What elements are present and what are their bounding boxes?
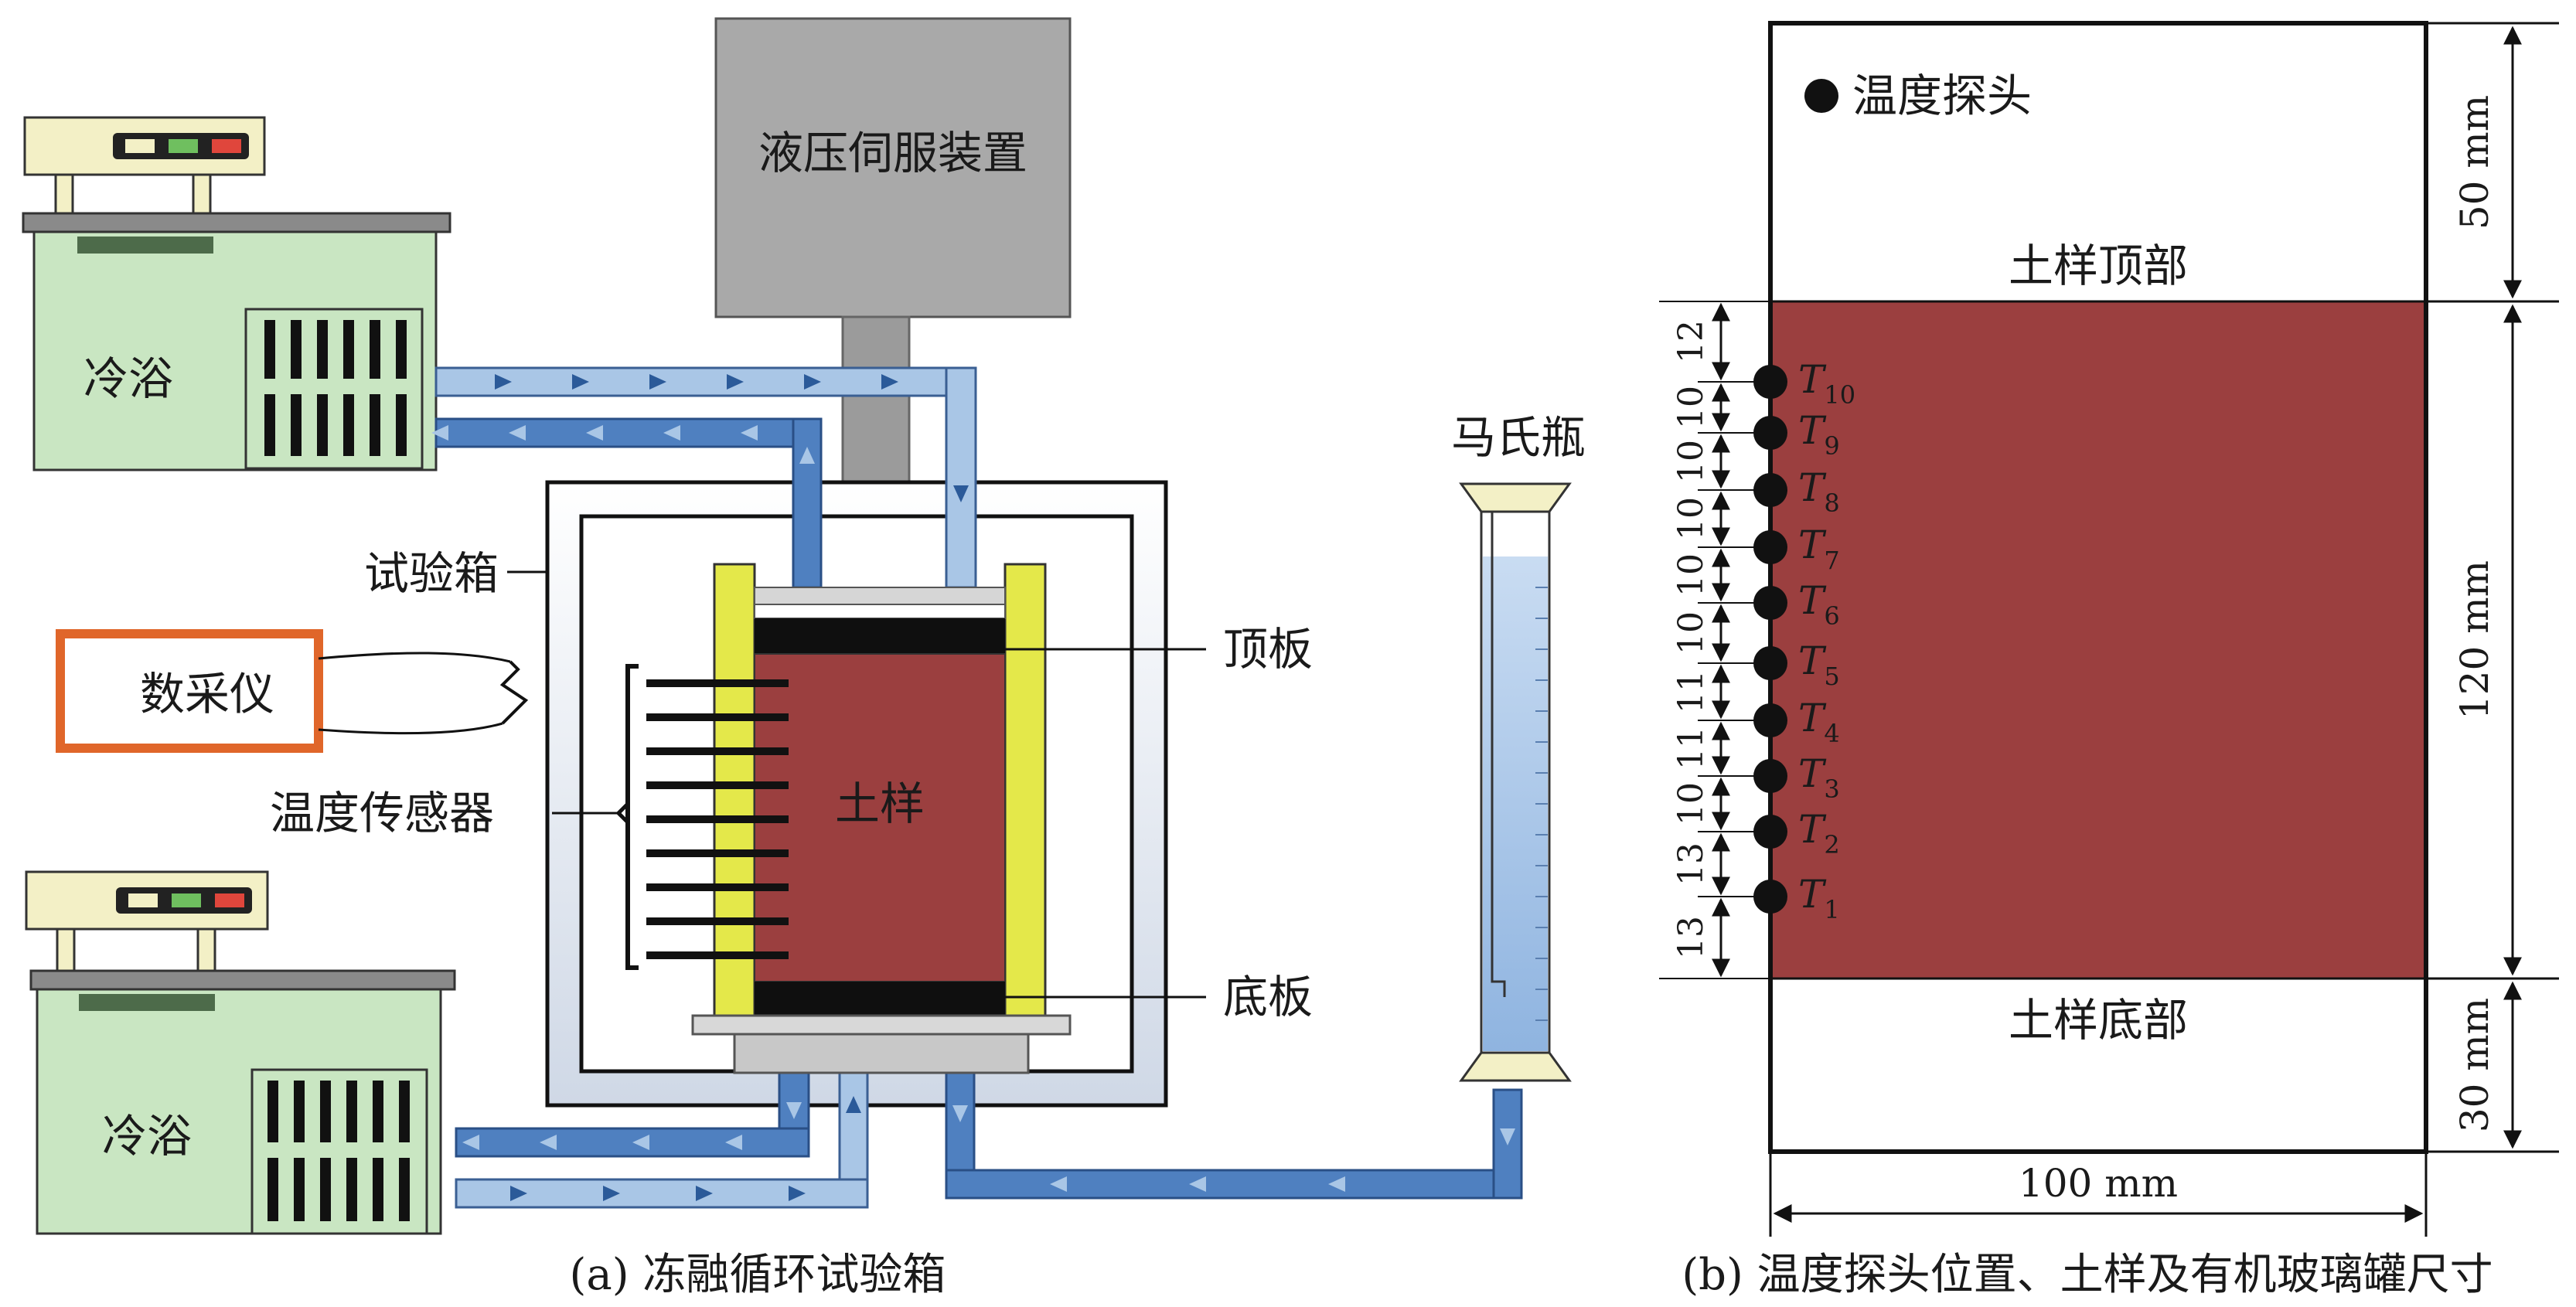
spacing-label: 10 — [1671, 611, 1711, 655]
probe-legend-dot — [1804, 79, 1838, 113]
hydraulic-label: 液压伺服装置 — [758, 127, 1027, 179]
spacing-label: 13 — [1671, 916, 1711, 959]
soil-label: 土样 — [835, 778, 925, 830]
left-clamp — [713, 563, 756, 1017]
dim-top-label: 50 mm — [2452, 95, 2497, 230]
spacing-label: 10 — [1671, 782, 1711, 825]
right-clamp — [1003, 563, 1047, 1017]
spacing-label: 10 — [1671, 497, 1711, 540]
dim-mid-label: 120 mm — [2452, 560, 2497, 720]
spacing-label: 11 — [1671, 670, 1711, 713]
top-coolant-pipes — [431, 366, 977, 589]
sensor-bracket — [625, 664, 639, 970]
top-plate-label: 顶板 — [1223, 623, 1313, 676]
soil-region — [1773, 301, 2424, 979]
dim-width-label: 100 mm — [2019, 1161, 2178, 1206]
spacing-label: 12 — [1671, 320, 1711, 363]
bottom-plate-label: 底板 — [1223, 971, 1313, 1023]
spacing-dimensions: 12 10 10 10 10 10 11 11 10 13 13 — [1671, 302, 1770, 979]
bottom-plate — [755, 982, 1005, 1016]
cold-bath-bottom-label: 冷浴 — [102, 1110, 192, 1162]
test-box-label: 试验箱 — [364, 547, 499, 600]
spacing-label: 11 — [1671, 727, 1711, 770]
spacing-label: 13 — [1671, 842, 1711, 886]
mariotte-label: 马氏瓶 — [1451, 411, 1586, 464]
cold-bath-top-label: 冷浴 — [83, 352, 173, 405]
right-dimensions — [2426, 22, 2559, 1153]
temp-sensor-label: 温度传感器 — [270, 787, 494, 839]
spacing-label: 10 — [1671, 386, 1711, 429]
probe-label: T3 — [1798, 751, 1840, 804]
mariotte-scale — [1535, 587, 1548, 1021]
caption-a: (a) 冻融循环试验箱 — [570, 1250, 946, 1300]
sensor-rods — [646, 679, 789, 959]
dim-bottom-label: 30 mm — [2452, 998, 2497, 1132]
soil-top-label: 土样顶部 — [2009, 240, 2188, 292]
probe-legend-label: 温度探头 — [1852, 70, 2032, 122]
mariotte-bottle: 马氏瓶 — [1451, 411, 1586, 1082]
top-plate — [755, 618, 1005, 654]
caption-b: (b) 温度探头位置、土样及有机玻璃罐尺寸 — [1682, 1250, 2493, 1300]
sample-assembly: 土样 — [615, 563, 1072, 1074]
cold-bath-top: 冷浴 — [22, 116, 451, 471]
daq-label: 数采仪 — [140, 668, 274, 720]
cold-bath-bottom: 冷浴 — [25, 870, 456, 1235]
bottom-coolant-pipes — [455, 1065, 1523, 1209]
spacing-label: 10 — [1671, 440, 1711, 483]
width-dimension — [1769, 1152, 2428, 1237]
panel-a: 液压伺服装置 冷浴 — [22, 17, 1586, 1300]
probe-legend: 温度探头 — [1804, 70, 2032, 122]
spacing-label: 10 — [1671, 553, 1711, 597]
data-acquisition-device: 数采仪 — [56, 629, 529, 753]
soil-bottom-label: 土样底部 — [2009, 994, 2188, 1047]
